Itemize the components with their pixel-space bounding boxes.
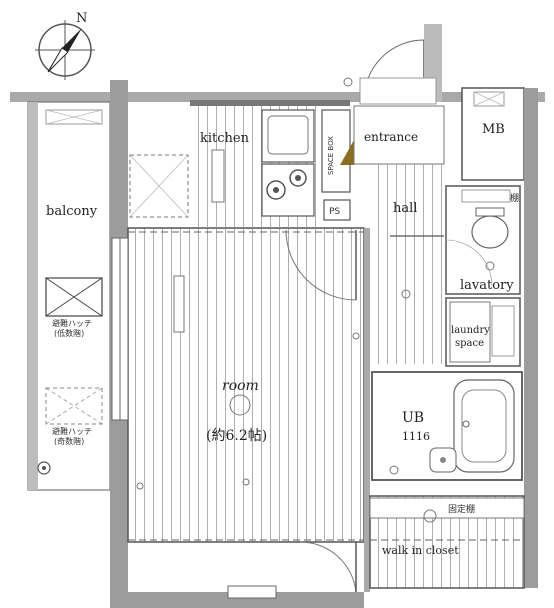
kitchen-wall-top — [190, 100, 350, 106]
hatch-lower-label-1: 避難ハッチ — [52, 426, 92, 436]
ub-light-icon — [389, 465, 399, 475]
entrance-light-icon — [343, 77, 353, 87]
entrance-area — [353, 105, 445, 165]
closet-door — [299, 541, 357, 593]
closet-light-icon — [423, 509, 437, 523]
room-ceiling-light-icon — [229, 394, 251, 416]
ub-drain-icon — [462, 420, 470, 428]
balcony-drain-icon — [37, 461, 51, 475]
right-exterior-wall — [524, 88, 538, 588]
wall-right-of-room — [364, 228, 370, 592]
kitchen-stove — [261, 163, 315, 217]
balcony-outer-wall — [28, 102, 38, 490]
lavatory-shelf — [461, 189, 511, 203]
wall-lower-left — [110, 500, 128, 608]
stove-burner-icon — [266, 180, 286, 200]
entrance-label: entrance — [364, 130, 418, 144]
fixed-shelf-label: 固定棚 — [448, 503, 475, 515]
stove-burner-icon — [289, 169, 307, 187]
compass-north-label: N — [76, 11, 87, 26]
space-box-meter-icon — [340, 140, 354, 165]
hatch-upper-label-1: 避難ハッチ — [52, 318, 92, 328]
lavatory-label: lavatory — [460, 278, 514, 293]
lavatory-door — [445, 239, 493, 287]
outlet-icon — [242, 478, 250, 486]
lavatory-light-icon — [485, 261, 495, 271]
ub-size-label: 1116 — [402, 430, 430, 443]
hatch-lower-label-2: (奇数階) — [54, 436, 84, 446]
outlet-icon — [136, 482, 144, 490]
hall-floor — [372, 164, 444, 364]
walk-in-closet-label: walk in closet — [382, 544, 459, 557]
laundry-shelf — [491, 305, 515, 357]
balcony-label: balcony — [46, 204, 98, 219]
room-floor — [127, 227, 365, 543]
hall-light-icon — [401, 289, 411, 299]
hall-label: hall — [393, 201, 417, 216]
evacuation-hatch-lower: 避難ハッチ (奇数階) — [45, 387, 103, 446]
space-box — [321, 109, 351, 193]
room-size-label: (約6.2帖) — [206, 428, 267, 444]
bottom-window — [227, 585, 277, 599]
kitchen-refrigerator-space — [211, 149, 225, 203]
mb-label: MB — [482, 122, 505, 137]
outlet-icon — [352, 332, 360, 340]
room-label: room — [222, 378, 259, 394]
laundry-label-2: space — [455, 338, 484, 349]
kitchen-label: kitchen — [200, 131, 250, 146]
hatch-upper-label-2: (低数階) — [54, 328, 84, 338]
room-aircon — [173, 275, 185, 333]
toilet-icon — [471, 215, 509, 249]
ps-box — [323, 199, 351, 221]
compass-icon — [35, 20, 95, 80]
ps-label: PS — [329, 207, 340, 217]
laundry-label-1: laundry — [451, 325, 490, 336]
closet-fixed-shelf — [369, 497, 525, 519]
wall-bottom — [128, 592, 364, 608]
exterior-wall-top — [10, 92, 545, 102]
entrance-alcove — [359, 77, 437, 105]
ub-label: UB — [402, 410, 424, 426]
space-box-label: SPACE BOX — [327, 136, 335, 175]
room-door — [285, 229, 357, 301]
evacuation-hatch-upper: 避難ハッチ (低数階) — [45, 277, 103, 338]
lavatory-shelf-label: 棚 — [510, 192, 519, 204]
